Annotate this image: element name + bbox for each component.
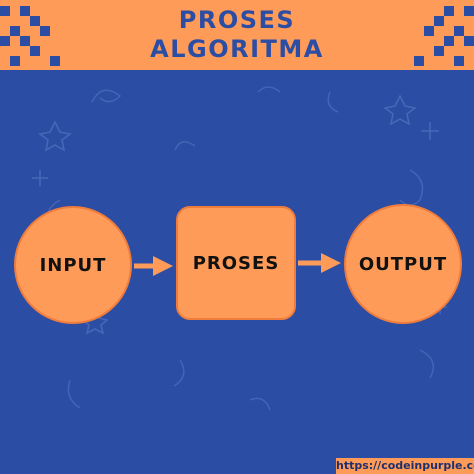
title-line-1: PROSES — [178, 6, 296, 34]
footer-url: https://codeinpurple.com/ — [336, 458, 474, 474]
swirl-doodle-icon — [174, 141, 196, 151]
swirl-doodle-icon — [249, 397, 271, 411]
output-node-label: OUTPUT — [358, 253, 448, 275]
output-node: OUTPUT — [344, 204, 462, 324]
star-doodle-icon — [383, 94, 417, 126]
star-doodle-icon — [421, 122, 439, 140]
star-doodle-icon — [32, 170, 48, 186]
swirl-doodle-icon — [399, 169, 424, 206]
input-node: INPUT — [14, 206, 132, 324]
swirl-doodle-icon — [67, 379, 81, 409]
input-node-label: INPUT — [39, 254, 107, 276]
pixel-pattern-icon — [414, 6, 474, 66]
process-node-label: PROSES — [192, 252, 280, 274]
star-doodle-icon — [38, 120, 72, 152]
title-line-2: ALGORITMA — [150, 35, 324, 63]
pixel-pattern-icon — [0, 6, 60, 66]
swirl-doodle-icon — [173, 359, 185, 387]
title-banner: PROSES ALGORITMA — [0, 0, 474, 70]
swirl-doodle-icon — [327, 91, 339, 113]
swirl-doodle-icon — [91, 89, 122, 103]
swirl-doodle-icon — [419, 349, 435, 379]
process-node: PROSES — [176, 206, 296, 320]
swirl-doodle-icon — [257, 86, 281, 93]
